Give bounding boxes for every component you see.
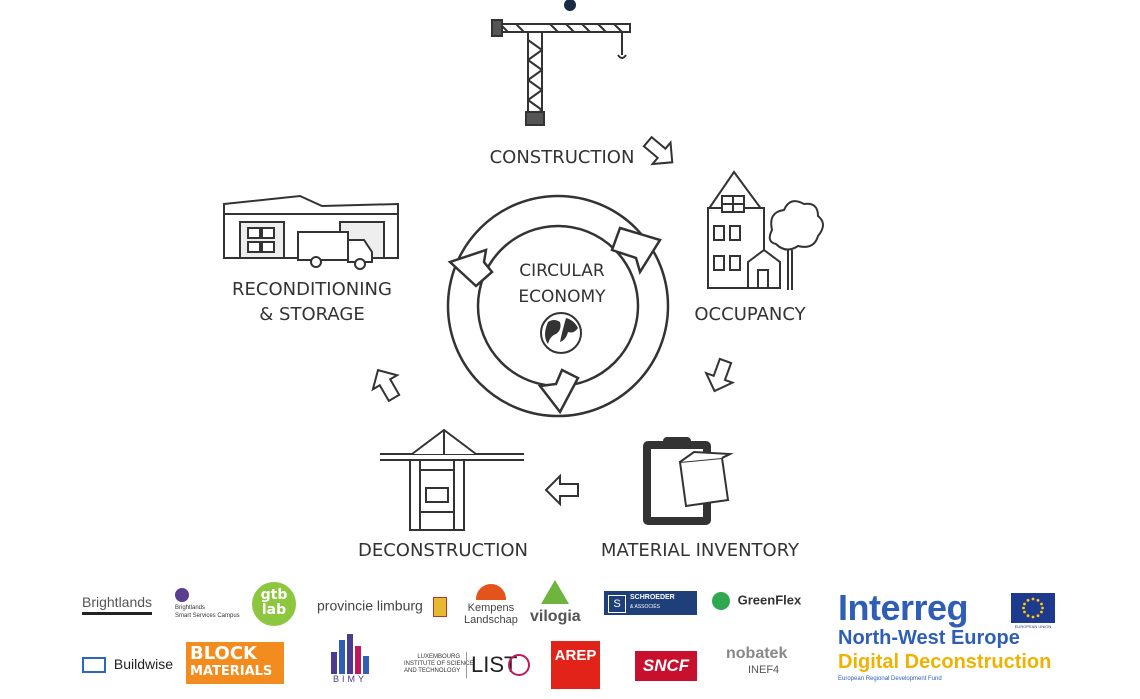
schroeder-s-icon: S	[608, 595, 626, 613]
gtb-line2: lab	[261, 602, 287, 618]
interreg-region: North-West Europe	[838, 627, 1020, 649]
list-logo: LUXEMBOURG INSTITUTE OF SCIENCE AND TECH…	[404, 654, 473, 675]
vilogia-logo: vilogia	[530, 580, 581, 626]
brightlands-underline	[82, 612, 152, 615]
list-line2: INSTITUTE OF SCIENCE	[404, 661, 474, 667]
buildwise-logo: Buildwise	[82, 656, 174, 674]
reconditioning-label-line2: & STORAGE	[259, 304, 364, 325]
material-inventory-label: MATERIAL INVENTORY	[601, 540, 800, 561]
globe-icon	[540, 312, 582, 354]
block-materials-logo: BLOCK MATERIALS	[186, 642, 284, 684]
tree-icon	[768, 200, 824, 290]
schroeder-name: SCHROEDER	[630, 594, 675, 601]
clipboard-icon	[643, 437, 734, 525]
interreg-fund: European Regional Development Fund	[838, 676, 942, 682]
construction-label: CONSTRUCTION	[490, 147, 635, 168]
bimy-logo: BIMY	[325, 634, 375, 684]
brightlands-campus-logo: Brightlands Smart Services Campus	[175, 588, 240, 620]
vilogia-house-icon	[541, 580, 570, 604]
truck-icon	[297, 231, 373, 270]
vilogia-name: vilogia	[530, 608, 581, 625]
interreg-title: Interreg	[838, 587, 969, 628]
nobatek-line1: nobatek	[726, 645, 788, 662]
kempens-line1: Kempens	[467, 602, 515, 614]
schroeder-sub: & ASSOCIÉS	[630, 604, 661, 610]
interreg-project: Digital Deconstruction	[838, 651, 1052, 673]
list-circle-icon	[508, 654, 530, 676]
reconditioning-label-line1: RECONDITIONING	[232, 279, 392, 300]
crane-icon	[491, 19, 631, 126]
port-crane-icon	[380, 428, 524, 531]
cycle-arrowheads	[447, 226, 662, 415]
top-dot	[564, 0, 576, 11]
sncf-name: SNCF	[642, 656, 690, 675]
provincie-name: provincie limburg	[317, 597, 423, 614]
occupancy-label: OCCUPANCY	[694, 304, 806, 325]
crest-icon	[432, 597, 447, 617]
buildwise-name: Buildwise	[113, 656, 174, 672]
eu-flag-icon	[1011, 593, 1055, 623]
nobatek-logo: nobatek INEF4	[726, 646, 787, 678]
greenflex-name: GreenFlex	[737, 592, 802, 608]
arrow-icon	[642, 135, 674, 166]
kempens-line2: Landschap	[464, 614, 518, 626]
arrow-icon	[544, 473, 579, 507]
deconstruction-label: DECONSTRUCTION	[358, 540, 528, 561]
house-icon	[707, 170, 781, 289]
arrow-icon	[371, 368, 401, 403]
provincie-limburg-logo: provincie limburg	[317, 597, 447, 617]
eu-caption: EUROPEAN UNION	[1014, 624, 1052, 629]
bimy-name: BIMY	[332, 674, 367, 684]
center-label-line1: CIRCULAR	[519, 261, 605, 281]
arep-name: AREP	[554, 647, 597, 664]
kempens-landschap-logo: Kempens Landschap	[464, 584, 518, 626]
list-line1: LUXEMBOURG	[417, 654, 461, 660]
arrow-icon	[704, 357, 736, 393]
bimy-buildings-icon	[325, 634, 375, 674]
gtb-line1: gtb	[260, 587, 288, 603]
brightlands-campus-line2: Smart Services Campus	[175, 613, 240, 619]
kempens-mark-icon	[475, 584, 506, 600]
campus-mark-icon	[175, 588, 189, 602]
brightlands-logo: Brightlands	[82, 594, 152, 615]
construction-text: CONSTRUCTION	[490, 147, 635, 168]
gtb-lab-logo: gtb lab	[252, 582, 296, 626]
interreg-logo: Interreg North-West Europe Digital Decon…	[838, 590, 1058, 684]
arep-logo: AREP	[551, 641, 600, 689]
brightlands-name: Brightlands	[82, 594, 153, 610]
nobatek-line2: INEF4	[748, 664, 780, 676]
sncf-logo: SNCF	[635, 651, 697, 681]
schroeder-logo: S SCHROEDER & ASSOCIÉS	[604, 591, 697, 615]
center-label-line2: ECONOMY	[518, 287, 606, 307]
greenflex-g-icon	[712, 592, 730, 610]
greenflex-logo: GreenFlex	[712, 592, 801, 610]
list-line3: AND TECHNOLOGY	[404, 668, 461, 674]
block-line1: BLOCK	[190, 643, 258, 664]
buildwise-mark-icon	[82, 657, 106, 674]
brightlands-campus-line1: Brightlands	[175, 605, 206, 611]
block-line2: MATERIALS	[190, 664, 273, 679]
